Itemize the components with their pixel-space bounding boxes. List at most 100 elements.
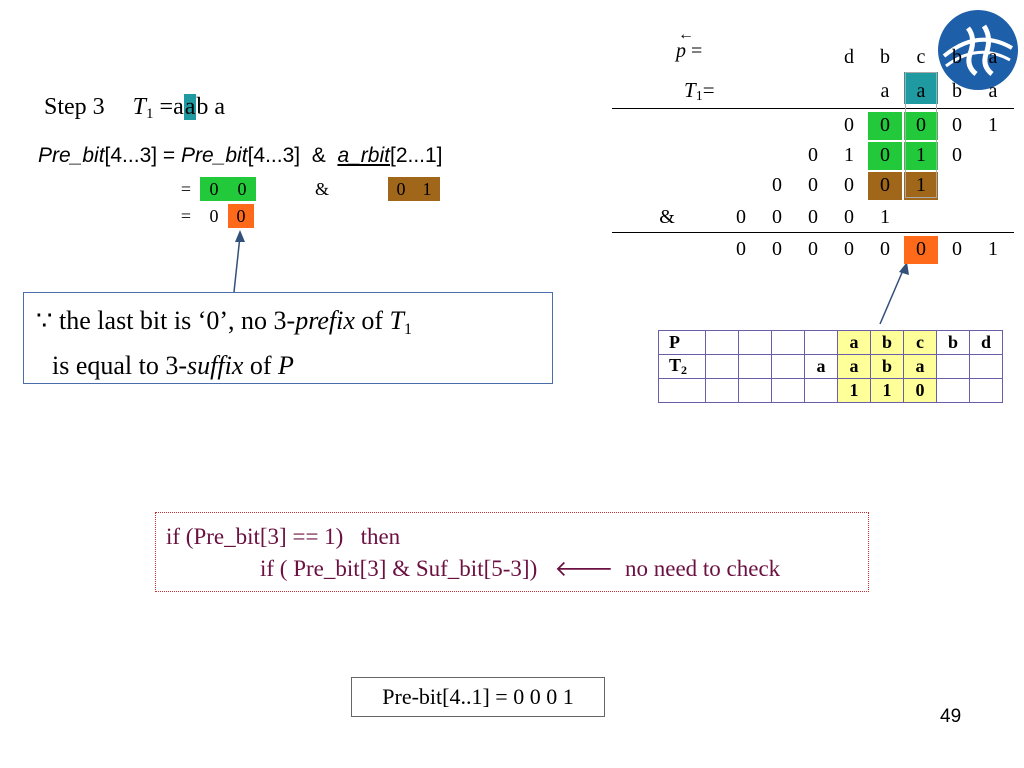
table-row-p: P a b c b d (658, 330, 1003, 355)
university-logo-icon (938, 10, 1018, 90)
row3-cell-4: 1 (904, 172, 938, 200)
table-cell: a (903, 354, 937, 379)
t1-var: T1 (132, 94, 154, 122)
row4-cell-1: 0 (772, 206, 782, 228)
table-cell (771, 378, 805, 403)
table-cell (936, 354, 970, 379)
table-cell: c (903, 330, 937, 355)
calc-bit-2a: 0 (388, 177, 414, 201)
calc-amp: & (314, 179, 329, 199)
row3-cell-3: 0 (868, 172, 902, 200)
column-outline (905, 72, 937, 198)
row5-cell-3: 0 (844, 238, 854, 260)
table-label-empty (658, 378, 706, 403)
table-cell (705, 330, 739, 355)
row4-cell-0: 0 (736, 206, 746, 228)
p-row-cell-0: d (844, 46, 854, 68)
t1-row-cell-0: a (880, 80, 890, 102)
row2-cell-1: 1 (844, 144, 854, 166)
row5-cell-5-highlight: 0 (904, 236, 938, 264)
divider-1 (612, 108, 1014, 109)
rhs2-index: [2...1] (389, 144, 443, 167)
t1-char-1-highlight: a (183, 94, 197, 120)
eq-sign: = (157, 144, 182, 167)
code-line-2: if ( Pre_bit[3] & Suf_bit[5-3]) 🡐 no nee… (260, 556, 781, 582)
t1-char-2: b (196, 94, 209, 120)
pseudocode-box: if (Pre_bit[3] == 1) then if ( Pre_bit[3… (155, 512, 869, 592)
table-cell: b (936, 330, 970, 355)
table-label-p: P (658, 330, 706, 355)
row5-cell-1: 0 (772, 238, 782, 260)
t1-char-3: a (214, 94, 226, 120)
table-cell (738, 354, 772, 379)
explanation-callout: ∵ the last bit is ‘0’, no 3-prefix of T1… (23, 292, 553, 384)
row5-cell-2: 0 (808, 238, 818, 260)
row3-cell-1: 0 (808, 174, 818, 196)
row1-cell-4: 1 (988, 114, 998, 136)
table-row-bits: 1 1 0 (658, 378, 1003, 403)
p-reverse-label: ← p = (676, 26, 703, 62)
callout-line-1: ∵ the last bit is ‘0’, no 3-prefix of T1 (36, 306, 413, 338)
table-cell (705, 378, 739, 403)
table-cell: 1 (870, 378, 904, 403)
row5-cell-0: 0 (736, 238, 746, 260)
table-cell: a (804, 354, 838, 379)
row5-cell-6: 0 (952, 238, 962, 260)
table-cell (936, 378, 970, 403)
step-heading: Step 3 T1 =aab a (44, 94, 225, 123)
row5-cell-4: 0 (880, 238, 890, 260)
rhs2-name: a_rbit (337, 144, 390, 167)
table-cell (705, 354, 739, 379)
table-cell (771, 330, 805, 355)
row1-cell-0: 0 (844, 114, 854, 136)
table-cell (969, 378, 1003, 403)
row1-cell-1: 0 (868, 112, 902, 140)
table-label-t2: T2 (658, 354, 706, 379)
calc-eq-2: = (180, 206, 192, 226)
row4-cell-4: 1 (880, 206, 890, 228)
row2-cell-4: 0 (952, 144, 962, 166)
step-label: Step 3 (44, 94, 105, 120)
p-row-cell-3: b (952, 46, 962, 68)
t1-label: T1= (684, 78, 715, 104)
t1-row-cell-3: a (988, 80, 998, 102)
p-row-cell-4: a (988, 46, 998, 68)
table-cell (771, 354, 805, 379)
table-cell: a (837, 330, 871, 355)
up-arrow-icon (235, 230, 245, 242)
table-cell (804, 378, 838, 403)
table-cell: 0 (903, 378, 937, 403)
t1-row-cell-2: b (952, 80, 962, 102)
t1-row-cell-1-highlight: a (904, 72, 938, 104)
row5-cell-7: 1 (988, 238, 998, 260)
lhs-name: Pre_bit (38, 144, 105, 167)
row3-cell-0: 0 (772, 174, 782, 196)
table-cell (738, 378, 772, 403)
amp-sign: & (300, 144, 338, 167)
row3-cell-2: 0 (844, 174, 854, 196)
step-eq: = (153, 94, 174, 120)
divider-2 (612, 232, 1014, 233)
calc-bit-2b: 1 (414, 177, 440, 201)
rhs1-name: Pre_bit (181, 144, 248, 167)
table-row-t2: T2 a a b a (658, 354, 1003, 379)
table-cell: 1 (837, 378, 871, 403)
callout-line-2: is equal to 3-suffix of P (52, 351, 294, 380)
p-row-cell-2: c (916, 46, 926, 68)
table-cell (804, 330, 838, 355)
table-cell (969, 354, 1003, 379)
row2-cell-3: 1 (904, 142, 938, 170)
table-cell (738, 330, 772, 355)
row1-cell-3: 0 (952, 114, 962, 136)
result-box: Pre-bit[4..1] = 0 0 0 1 (351, 677, 605, 717)
calc-bit-1b: 0 (228, 177, 256, 201)
row4-cell-2: 0 (808, 206, 818, 228)
table-cell: d (969, 330, 1003, 355)
left-arrow-icon: ← (678, 26, 694, 43)
calc-bit-3a: 0 (209, 206, 219, 226)
table-cell: a (837, 354, 871, 379)
t1-char-0: a (173, 94, 184, 120)
row4-cell-3: 0 (844, 206, 854, 228)
table-cell: b (870, 330, 904, 355)
p-row-cell-1: b (880, 46, 890, 68)
